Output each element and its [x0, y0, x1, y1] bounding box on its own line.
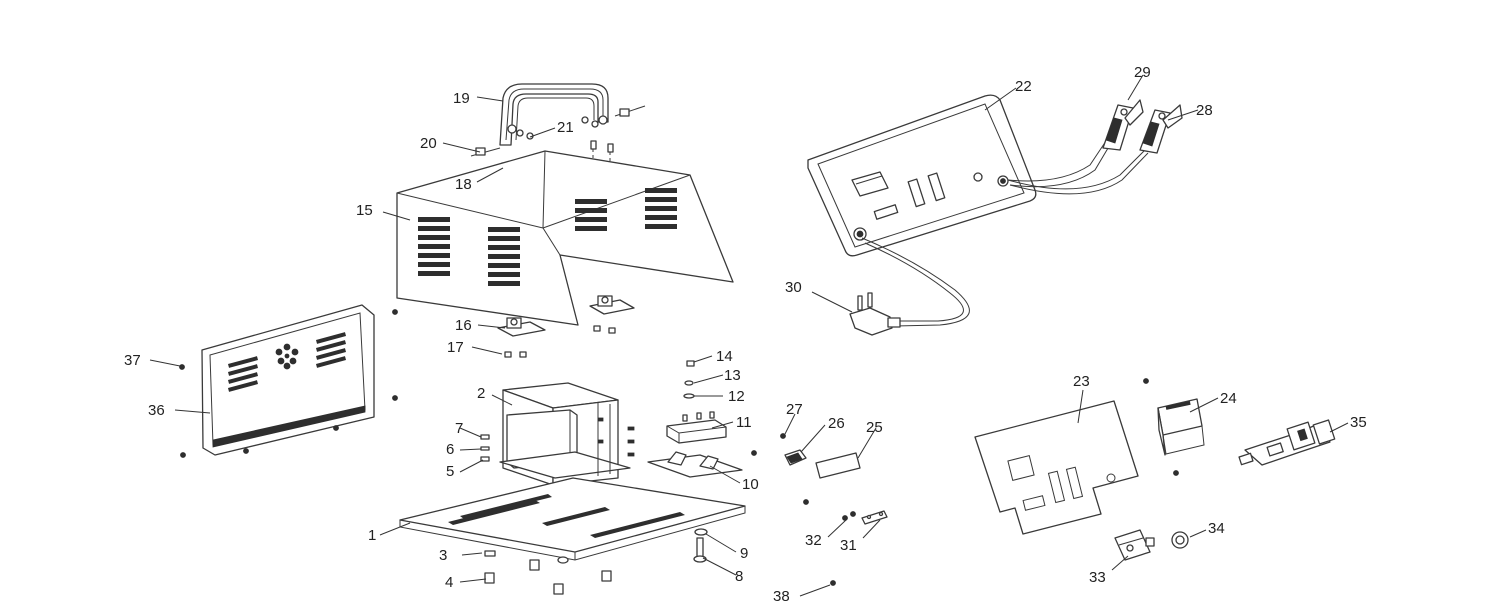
- circuit-breaker: [1114, 529, 1155, 561]
- foot-bracket-left: [497, 317, 546, 337]
- callout-37: 37: [124, 352, 141, 369]
- fuse-screw: [780, 433, 786, 439]
- callout-8: 8: [735, 568, 743, 585]
- callout-29: 29: [1134, 64, 1151, 81]
- handle-screw-left: [470, 147, 501, 157]
- callout-5: 5: [446, 463, 454, 480]
- cover-vents-left: [418, 217, 520, 286]
- callout-2: 2: [477, 385, 485, 402]
- callout-numbers: 1 2 3 4 5 6 7 8 9 10 11 12 13 14 15 16 1…: [124, 64, 1367, 605]
- callout-6: 6: [446, 441, 454, 458]
- clamp-cables: [1007, 134, 1149, 195]
- power-cord: [849, 237, 970, 336]
- callout-28: 28: [1196, 102, 1213, 119]
- breaker-nut: [1171, 531, 1189, 549]
- callout-20: 20: [420, 135, 437, 152]
- loose-screws: [179, 309, 1179, 586]
- front-panel: [201, 304, 375, 456]
- base-plate: [399, 477, 746, 561]
- callout-9: 9: [740, 545, 748, 562]
- callout-12: 12: [728, 388, 745, 405]
- foot-bracket-right: [589, 295, 635, 315]
- callout-27: 27: [786, 401, 803, 418]
- handle-screw-right: [614, 105, 646, 117]
- handle-nut-right: [581, 116, 589, 124]
- carry-handle: [499, 83, 609, 146]
- top-cover: [396, 150, 734, 326]
- callout-35: 35: [1350, 414, 1367, 431]
- callout-21: 21: [557, 119, 574, 136]
- battery-clamp-red: [1102, 99, 1144, 151]
- callout-34: 34: [1208, 520, 1225, 537]
- ammeter: [1157, 398, 1205, 456]
- callout-36: 36: [148, 402, 165, 419]
- circuit-board: [974, 400, 1139, 535]
- rear-panel: [807, 94, 1037, 257]
- front-panel-vents: [227, 332, 347, 392]
- base-feet: [484, 550, 612, 595]
- callout-26: 26: [828, 415, 845, 432]
- leader-lines: [149, 74, 1349, 597]
- callout-10: 10: [742, 476, 759, 493]
- fan-grille: [275, 343, 299, 370]
- callout-33: 33: [1089, 569, 1106, 586]
- callout-32: 32: [805, 532, 822, 549]
- callout-16: 16: [455, 317, 472, 334]
- callout-7: 7: [455, 420, 463, 437]
- base-vents: [448, 494, 685, 538]
- callout-22: 22: [1015, 78, 1032, 95]
- rectifier-block: [666, 411, 727, 444]
- battery-clamp-black: [1139, 104, 1183, 154]
- callout-1: 1: [368, 527, 376, 544]
- rectifier-fasteners: [683, 360, 695, 399]
- callout-13: 13: [724, 367, 741, 384]
- clamp-screws: [842, 511, 856, 521]
- callout-4: 4: [445, 574, 453, 591]
- callout-24: 24: [1220, 390, 1237, 407]
- callout-23: 23: [1073, 373, 1090, 390]
- callout-30: 30: [785, 279, 802, 296]
- callout-31: 31: [840, 537, 857, 554]
- cover-vents-right: [575, 188, 677, 231]
- rocker-switch: [1238, 419, 1336, 466]
- foot-nuts: [504, 325, 616, 358]
- callout-38: 38: [773, 588, 790, 605]
- fuse-plate: [815, 452, 861, 479]
- callout-25: 25: [866, 419, 883, 436]
- callout-18: 18: [455, 176, 472, 193]
- callout-19: 19: [453, 90, 470, 107]
- transformer: [499, 382, 635, 486]
- thermal-fuse: [784, 449, 807, 466]
- transformer-fasteners: [480, 434, 490, 462]
- callout-3: 3: [439, 547, 447, 564]
- callout-14: 14: [716, 348, 733, 365]
- callout-15: 15: [356, 202, 373, 219]
- callout-11: 11: [736, 414, 752, 431]
- ground-bolt: [693, 528, 708, 563]
- cord-clamp: [861, 510, 888, 525]
- callout-17: 17: [447, 339, 464, 356]
- heatsink-bracket: [647, 451, 743, 478]
